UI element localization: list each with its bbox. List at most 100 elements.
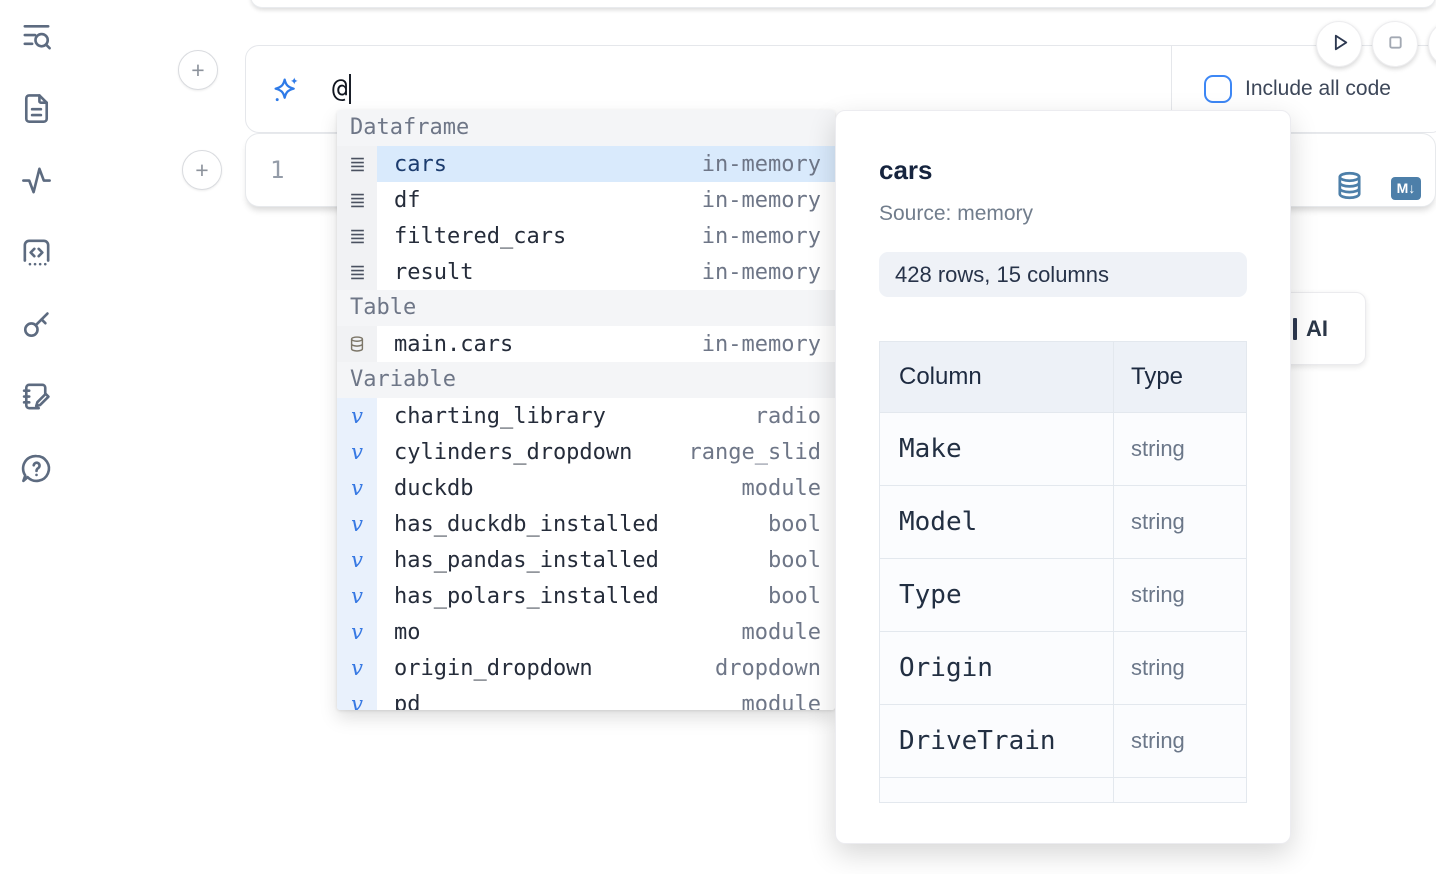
list-search-icon <box>19 19 54 57</box>
autocomplete-item-mo[interactable]: vmomodule <box>337 614 835 650</box>
item-type: module <box>742 476 821 501</box>
database-icon <box>337 326 377 362</box>
autocomplete-item-filtered_cars[interactable]: filtered_carsin-memory <box>337 218 835 254</box>
panel-title: cars <box>879 155 1247 186</box>
item-type: in-memory <box>702 152 821 177</box>
item-type: in-memory <box>702 332 821 357</box>
dataframe-preview-panel: cars Source: memory 428 rows, 15 columns… <box>835 110 1291 844</box>
variable-icon: v <box>337 470 377 506</box>
schema-table: ColumnTypeMakestringModelstringTypestrin… <box>879 341 1247 803</box>
variable-icon: v <box>337 578 377 614</box>
item-type: bool <box>768 548 821 573</box>
item-name: df <box>394 188 702 213</box>
schema-type-cell: string <box>1113 412 1246 485</box>
autocomplete-item-main.cars[interactable]: main.carsin-memory <box>337 326 835 362</box>
sidebar-button-help[interactable] <box>16 450 56 490</box>
prompt-value: @ <box>332 74 348 104</box>
schema-column-cell: Model <box>880 485 1113 558</box>
variable-icon: v <box>337 506 377 542</box>
item-name: has_polars_installed <box>394 584 768 609</box>
code-snippets-icon <box>19 235 54 273</box>
schema-column-cell: DriveTrain <box>880 704 1113 777</box>
item-name: has_duckdb_installed <box>394 512 768 537</box>
item-type: module <box>742 620 821 645</box>
rows-icon <box>337 182 377 218</box>
sidebar-button-toc[interactable] <box>16 18 56 58</box>
autocomplete-item-duckdb[interactable]: vduckdbmodule <box>337 470 835 506</box>
ai-sparkle-icon <box>270 74 302 106</box>
schema-header-cell: Type <box>1113 342 1246 412</box>
item-type: dropdown <box>715 656 821 681</box>
item-name: main.cars <box>394 332 702 357</box>
sidebar <box>0 0 72 874</box>
add-cell-button-code[interactable]: + <box>182 150 222 190</box>
autocomplete-item-has_duckdb_installed[interactable]: v has_duckdb_installedbool <box>337 506 835 542</box>
item-name: mo <box>394 620 742 645</box>
item-type: radio <box>755 404 821 429</box>
sidebar-button-files[interactable] <box>16 90 56 130</box>
autocomplete-section-header: Table <box>337 290 835 326</box>
variable-icon: v <box>337 686 377 710</box>
line-number: 1 <box>270 134 284 206</box>
item-name: result <box>394 260 702 285</box>
item-name: duckdb <box>394 476 742 501</box>
text-cursor <box>349 74 351 104</box>
schema-column-cell: Type <box>880 558 1113 631</box>
file-icon <box>19 91 54 129</box>
item-type: bool <box>768 512 821 537</box>
add-cell-button-top[interactable]: + <box>178 50 218 90</box>
autocomplete-item-has_pandas_installed[interactable]: v has_pandas_installedbool <box>337 542 835 578</box>
activity-icon <box>19 163 54 201</box>
run-button[interactable] <box>1316 21 1362 67</box>
item-name: filtered_cars <box>394 224 702 249</box>
schema-column-cell: Make <box>880 412 1113 485</box>
markdown-icon[interactable]: M↓ <box>1391 177 1421 200</box>
include-all-code-label: Include all code <box>1245 77 1391 101</box>
item-name: cars <box>394 152 702 177</box>
ai-button-icon-fragment <box>1293 318 1297 340</box>
schema-type-cell: string <box>1113 485 1246 558</box>
autocomplete-item-origin_dropdown[interactable]: v origin_dropdowndropdown <box>337 650 835 686</box>
scratchpad-icon <box>19 379 54 417</box>
database-icon[interactable] <box>1334 170 1365 206</box>
schema-column-cell: Origin <box>880 631 1113 704</box>
schema-type-cell: string <box>1113 704 1246 777</box>
item-type: in-memory <box>702 188 821 213</box>
item-name: cylinders_dropdown <box>394 440 689 465</box>
include-all-code-checkbox[interactable] <box>1204 75 1232 103</box>
item-type: in-memory <box>702 260 821 285</box>
schema-type-cell <box>1113 777 1246 803</box>
autocomplete-item-cylinders_dropdown[interactable]: v cylinders_dropdownrange_slid <box>337 434 835 470</box>
item-name: has_pandas_installed <box>394 548 768 573</box>
sidebar-button-keys[interactable] <box>16 306 56 346</box>
variable-icon: v <box>337 542 377 578</box>
autocomplete-item-df[interactable]: dfin-memory <box>337 182 835 218</box>
item-name: origin_dropdown <box>394 656 715 681</box>
item-type: in-memory <box>702 224 821 249</box>
item-type: module <box>742 692 821 711</box>
variable-icon: v <box>337 614 377 650</box>
autocomplete-item-charting_library[interactable]: vcharting_libraryradio <box>337 398 835 434</box>
previous-cell-edge <box>250 0 1436 8</box>
sidebar-button-scratchpad[interactable] <box>16 378 56 418</box>
sidebar-button-snippets[interactable] <box>16 234 56 274</box>
autocomplete-item-cars[interactable]: carsin-memory <box>337 146 835 182</box>
rows-icon <box>337 218 377 254</box>
schema-type-cell: string <box>1113 558 1246 631</box>
rows-icon <box>337 254 377 290</box>
variable-icon: v <box>337 650 377 686</box>
sidebar-button-logs[interactable] <box>16 162 56 202</box>
autocomplete-item-has_polars_installed[interactable]: v has_polars_installedbool <box>337 578 835 614</box>
schema-column-cell <box>880 777 1113 803</box>
shape-badge: 428 rows, 15 columns <box>879 252 1247 297</box>
autocomplete-popup: Dataframecarsin-memorydfin-memoryfiltere… <box>337 110 835 710</box>
autocomplete-item-result[interactable]: resultin-memory <box>337 254 835 290</box>
variable-icon: v <box>337 434 377 470</box>
play-icon <box>1327 30 1352 58</box>
autocomplete-item-pd[interactable]: vpdmodule <box>337 686 835 710</box>
item-name: charting_library <box>394 404 755 429</box>
item-type: range_slid <box>689 440 821 465</box>
panel-source: Source: memory <box>879 202 1247 226</box>
stop-button[interactable] <box>1372 21 1418 67</box>
item-type: bool <box>768 584 821 609</box>
